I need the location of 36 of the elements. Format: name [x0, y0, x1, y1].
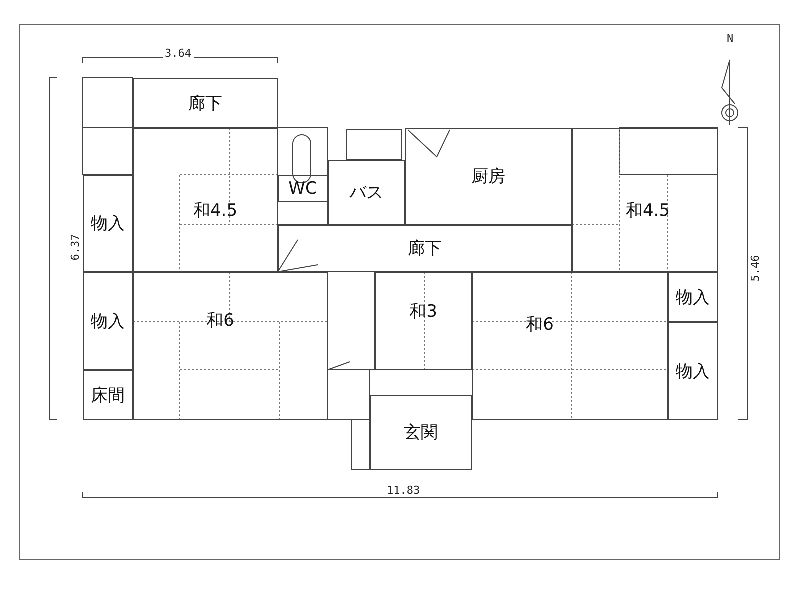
room-label: 廊下: [408, 238, 442, 260]
room-label: WC: [288, 178, 318, 198]
dimension-label: 11.83: [385, 484, 422, 497]
room-area: [278, 225, 572, 272]
dimension-label: 3.64: [163, 47, 194, 60]
room-area: [375, 272, 472, 370]
room-label: 和6: [526, 314, 554, 336]
room-label: 床間: [91, 384, 125, 406]
room-area: [572, 128, 718, 272]
room-label: 和4.5: [626, 200, 670, 222]
room-area: [83, 370, 133, 420]
room-area: [133, 78, 278, 128]
room-label: 和4.5: [193, 200, 238, 222]
room-label: 玄関: [404, 422, 438, 444]
room-label: 和3: [410, 300, 438, 322]
dimension-label: 5.46: [748, 253, 762, 284]
room-area: [668, 272, 718, 322]
room-label: 廊下: [188, 92, 222, 114]
room-label: 物入: [91, 213, 125, 235]
room-area: [370, 395, 472, 470]
room-area: [278, 175, 328, 202]
room-area: [328, 160, 405, 225]
room-label: バス: [350, 182, 384, 204]
room-area: [472, 272, 668, 420]
room-area: [405, 128, 572, 225]
room-area: [83, 175, 133, 272]
room-area: [83, 272, 133, 370]
room-label: 和6: [206, 310, 234, 332]
dimension-label: 6.37: [68, 232, 82, 263]
room-label: 厨房: [472, 166, 506, 188]
room-area: [133, 128, 278, 272]
room-area: [668, 322, 718, 420]
room-label: 物入: [676, 286, 710, 308]
room-label: 物入: [676, 360, 710, 382]
room-label: 物入: [91, 310, 125, 332]
compass-letter: N: [726, 32, 735, 45]
